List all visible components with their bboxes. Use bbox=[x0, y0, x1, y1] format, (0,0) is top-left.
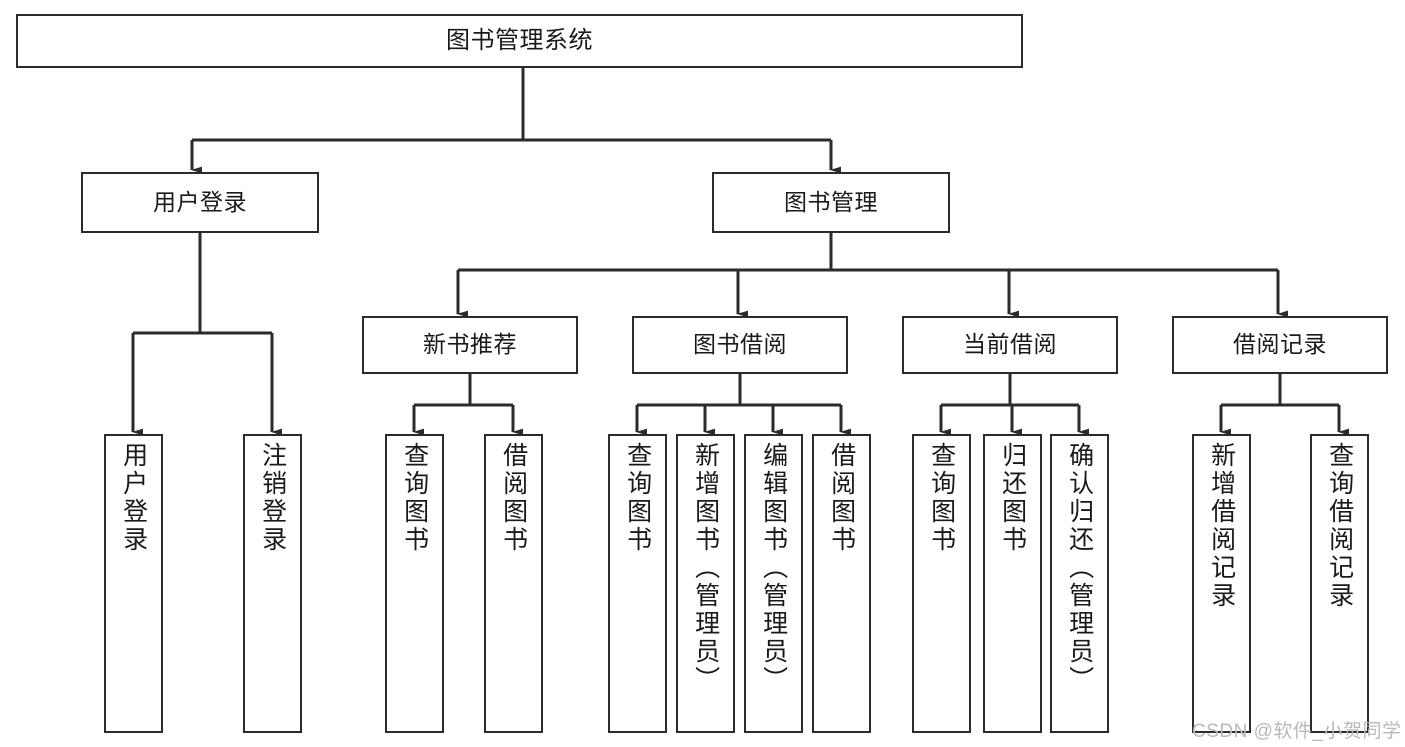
node-label: 查询图书 bbox=[623, 442, 652, 554]
node-login[interactable]: 用户登录 bbox=[81, 172, 319, 233]
connector-group bbox=[131, 68, 1349, 436]
node-current[interactable]: 当前借阅 bbox=[902, 316, 1118, 374]
node-label: 新增借阅记录 bbox=[1207, 442, 1236, 610]
node-leaf-8[interactable]: 借阅图书 bbox=[812, 434, 871, 733]
node-label: 借阅记录 bbox=[1233, 331, 1327, 358]
node-label: 图书管理系统 bbox=[446, 26, 593, 54]
node-label: 查询图书 bbox=[400, 442, 429, 554]
node-label: 图书借阅 bbox=[693, 331, 787, 358]
node-label: 编辑图书（管理员） bbox=[759, 442, 788, 694]
node-label: 归还图书 bbox=[998, 442, 1027, 554]
node-leaf-1[interactable]: 用户登录 bbox=[104, 434, 163, 733]
node-leaf-2[interactable]: 注销登录 bbox=[243, 434, 302, 733]
node-borrow[interactable]: 图书借阅 bbox=[632, 316, 848, 374]
node-leaf-3[interactable]: 查询图书 bbox=[385, 434, 444, 733]
node-label: 当前借阅 bbox=[963, 331, 1057, 358]
node-label: 借阅图书 bbox=[827, 442, 856, 554]
node-leaf-6[interactable]: 新增图书（管理员） bbox=[676, 434, 735, 733]
node-label: 新书推荐 bbox=[423, 331, 517, 358]
node-label: 图书管理 bbox=[784, 188, 878, 215]
node-leaf-5[interactable]: 查询图书 bbox=[608, 434, 667, 733]
node-label: 查询借阅记录 bbox=[1325, 442, 1354, 610]
node-label: 查询图书 bbox=[927, 442, 956, 554]
node-label: 新增图书（管理员） bbox=[691, 442, 720, 694]
node-newbook[interactable]: 新书推荐 bbox=[362, 316, 578, 374]
node-label: 用户登录 bbox=[153, 188, 247, 215]
node-label: 用户登录 bbox=[119, 442, 148, 554]
node-label: 确认归还（管理员） bbox=[1065, 442, 1094, 694]
node-leaf-9[interactable]: 查询图书 bbox=[912, 434, 971, 733]
node-leaf-11[interactable]: 确认归还（管理员） bbox=[1050, 434, 1109, 733]
node-root[interactable]: 图书管理系统 bbox=[16, 14, 1023, 68]
node-leaf-10[interactable]: 归还图书 bbox=[983, 434, 1042, 733]
node-bookmgmt[interactable]: 图书管理 bbox=[712, 172, 950, 233]
node-leaf-7[interactable]: 编辑图书（管理员） bbox=[744, 434, 803, 733]
node-leaf-4[interactable]: 借阅图书 bbox=[484, 434, 543, 733]
node-leaf-13[interactable]: 查询借阅记录 bbox=[1310, 434, 1369, 733]
csdn-watermark: CSDN @软件_小贺同学 bbox=[1192, 721, 1402, 742]
node-label: 借阅图书 bbox=[499, 442, 528, 554]
node-leaf-12[interactable]: 新增借阅记录 bbox=[1192, 434, 1251, 733]
node-records[interactable]: 借阅记录 bbox=[1172, 316, 1388, 374]
node-label: 注销登录 bbox=[258, 442, 287, 554]
